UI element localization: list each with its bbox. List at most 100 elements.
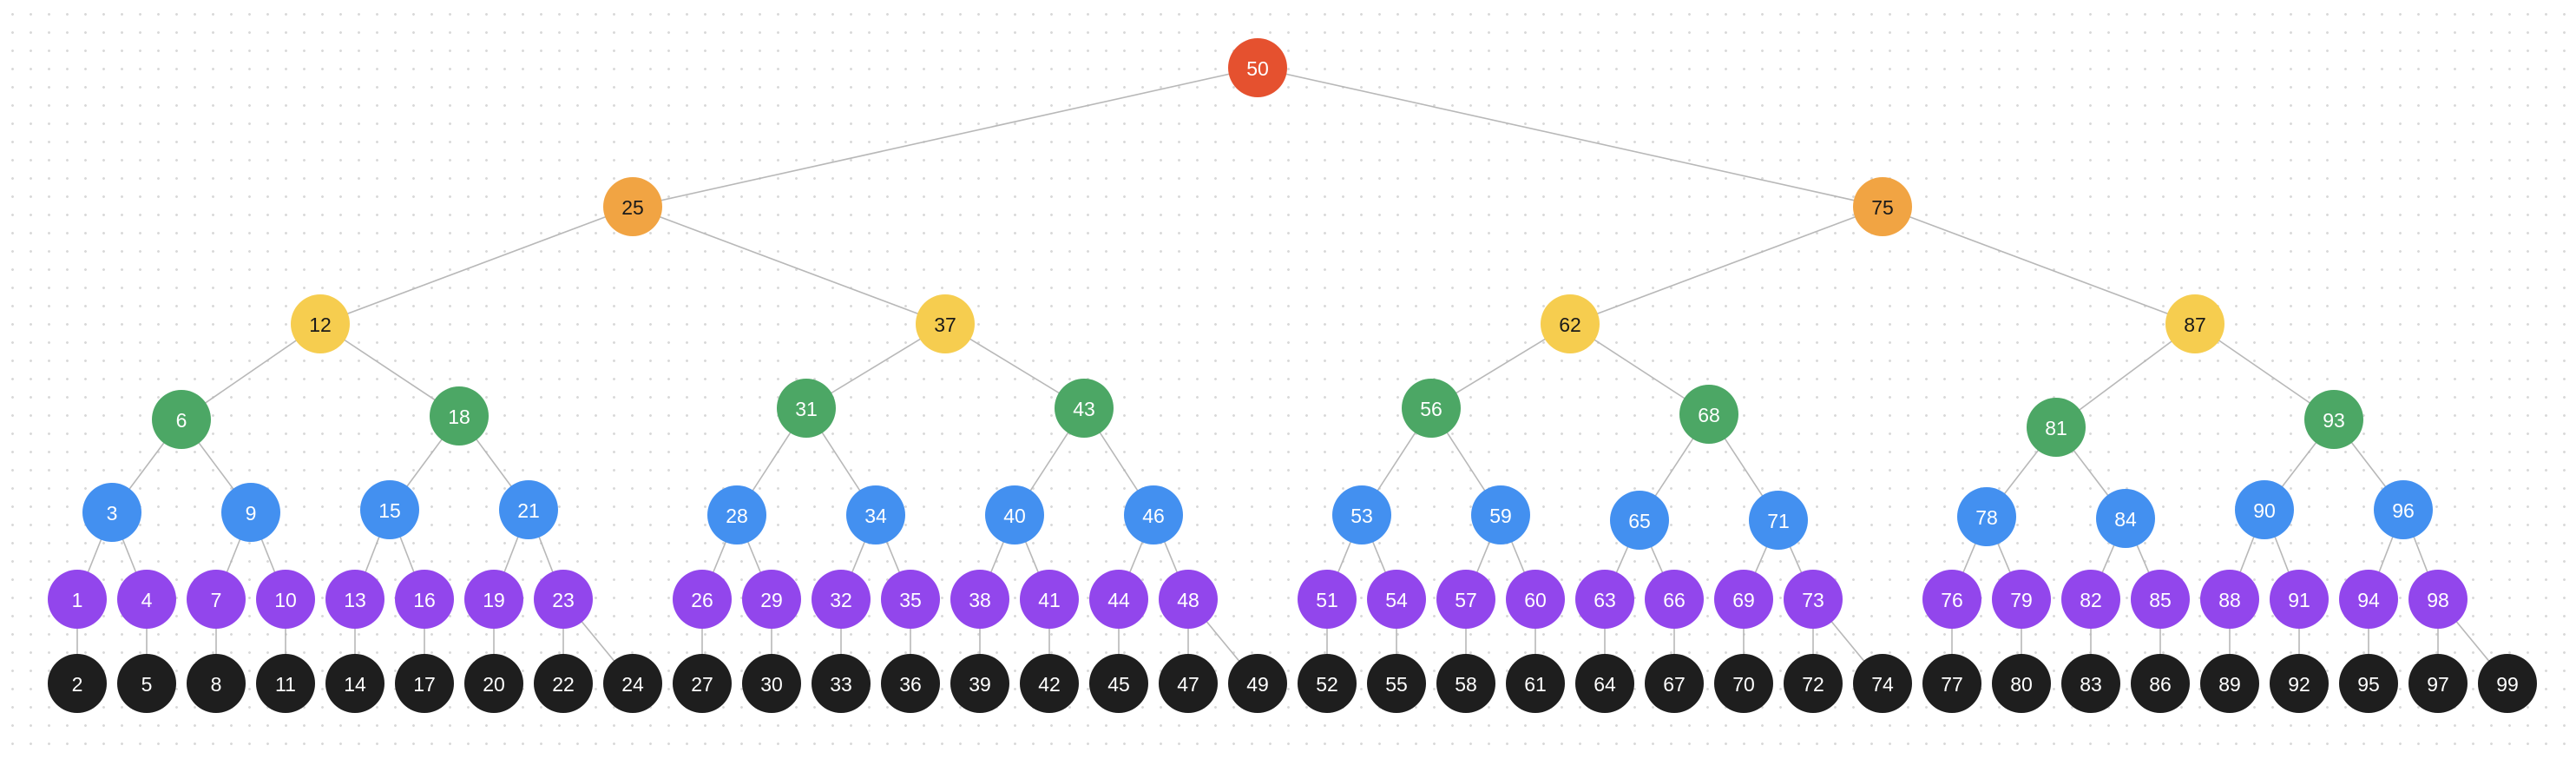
- node-8[interactable]: 8: [187, 654, 246, 713]
- node-97[interactable]: 97: [2408, 654, 2468, 713]
- node-49[interactable]: 49: [1228, 654, 1287, 713]
- node-73[interactable]: 73: [1784, 570, 1843, 629]
- node-70[interactable]: 70: [1714, 654, 1773, 713]
- node-40[interactable]: 40: [985, 485, 1044, 544]
- node-21[interactable]: 21: [499, 480, 558, 539]
- node-62[interactable]: 62: [1541, 294, 1600, 353]
- node-95[interactable]: 95: [2339, 654, 2398, 713]
- node-93[interactable]: 93: [2304, 390, 2363, 449]
- node-47[interactable]: 47: [1159, 654, 1218, 713]
- node-41[interactable]: 41: [1020, 570, 1079, 629]
- node-13[interactable]: 13: [325, 570, 384, 629]
- node-15[interactable]: 15: [360, 480, 419, 539]
- node-45[interactable]: 45: [1089, 654, 1148, 713]
- node-2[interactable]: 2: [48, 654, 107, 713]
- node-63[interactable]: 63: [1575, 570, 1634, 629]
- node-92[interactable]: 92: [2270, 654, 2329, 713]
- node-16[interactable]: 16: [395, 570, 454, 629]
- node-14[interactable]: 14: [325, 654, 384, 713]
- node-77[interactable]: 77: [1922, 654, 1981, 713]
- node-96[interactable]: 96: [2374, 480, 2433, 539]
- node-72[interactable]: 72: [1784, 654, 1843, 713]
- node-34[interactable]: 34: [846, 485, 905, 544]
- node-64[interactable]: 64: [1575, 654, 1634, 713]
- node-46[interactable]: 46: [1124, 485, 1183, 544]
- node-85[interactable]: 85: [2131, 570, 2190, 629]
- node-22[interactable]: 22: [534, 654, 593, 713]
- node-54[interactable]: 54: [1367, 570, 1426, 629]
- node-83[interactable]: 83: [2061, 654, 2120, 713]
- node-29[interactable]: 29: [742, 570, 801, 629]
- node-27[interactable]: 27: [673, 654, 732, 713]
- node-75[interactable]: 75: [1853, 177, 1912, 236]
- node-17[interactable]: 17: [395, 654, 454, 713]
- node-51[interactable]: 51: [1298, 570, 1357, 629]
- node-58[interactable]: 58: [1436, 654, 1495, 713]
- node-81[interactable]: 81: [2027, 398, 2086, 457]
- node-36[interactable]: 36: [881, 654, 940, 713]
- node-7[interactable]: 7: [187, 570, 246, 629]
- node-26[interactable]: 26: [673, 570, 732, 629]
- node-12[interactable]: 12: [291, 294, 350, 353]
- node-90[interactable]: 90: [2235, 480, 2294, 539]
- node-circle: [117, 570, 176, 629]
- node-25[interactable]: 25: [603, 177, 662, 236]
- node-91[interactable]: 91: [2270, 570, 2329, 629]
- node-69[interactable]: 69: [1714, 570, 1773, 629]
- node-1[interactable]: 1: [48, 570, 107, 629]
- node-39[interactable]: 39: [950, 654, 1009, 713]
- node-42[interactable]: 42: [1020, 654, 1079, 713]
- node-68[interactable]: 68: [1679, 385, 1738, 444]
- node-89[interactable]: 89: [2200, 654, 2259, 713]
- node-5[interactable]: 5: [117, 654, 176, 713]
- node-88[interactable]: 88: [2200, 570, 2259, 629]
- node-24[interactable]: 24: [603, 654, 662, 713]
- node-19[interactable]: 19: [464, 570, 523, 629]
- node-78[interactable]: 78: [1957, 487, 2016, 546]
- node-82[interactable]: 82: [2061, 570, 2120, 629]
- node-65[interactable]: 65: [1610, 491, 1669, 550]
- node-50[interactable]: 50: [1228, 38, 1287, 97]
- node-20[interactable]: 20: [464, 654, 523, 713]
- node-4[interactable]: 4: [117, 570, 176, 629]
- node-67[interactable]: 67: [1645, 654, 1704, 713]
- node-3[interactable]: 3: [82, 483, 141, 542]
- node-87[interactable]: 87: [2165, 294, 2224, 353]
- node-66[interactable]: 66: [1645, 570, 1704, 629]
- node-59[interactable]: 59: [1471, 485, 1530, 544]
- node-32[interactable]: 32: [812, 570, 871, 629]
- node-74[interactable]: 74: [1853, 654, 1912, 713]
- node-94[interactable]: 94: [2339, 570, 2398, 629]
- node-56[interactable]: 56: [1402, 379, 1461, 438]
- node-61[interactable]: 61: [1506, 654, 1565, 713]
- node-35[interactable]: 35: [881, 570, 940, 629]
- node-9[interactable]: 9: [221, 483, 280, 542]
- node-11[interactable]: 11: [256, 654, 315, 713]
- node-79[interactable]: 79: [1992, 570, 2051, 629]
- node-43[interactable]: 43: [1055, 379, 1114, 438]
- node-10[interactable]: 10: [256, 570, 315, 629]
- node-71[interactable]: 71: [1749, 491, 1808, 550]
- node-80[interactable]: 80: [1992, 654, 2051, 713]
- node-99[interactable]: 99: [2478, 654, 2537, 713]
- node-98[interactable]: 98: [2408, 570, 2468, 629]
- node-48[interactable]: 48: [1159, 570, 1218, 629]
- node-28[interactable]: 28: [707, 485, 766, 544]
- node-53[interactable]: 53: [1332, 485, 1391, 544]
- node-86[interactable]: 86: [2131, 654, 2190, 713]
- node-60[interactable]: 60: [1506, 570, 1565, 629]
- node-52[interactable]: 52: [1298, 654, 1357, 713]
- node-6[interactable]: 6: [152, 390, 211, 449]
- node-31[interactable]: 31: [777, 379, 836, 438]
- node-37[interactable]: 37: [916, 294, 975, 353]
- node-57[interactable]: 57: [1436, 570, 1495, 629]
- node-18[interactable]: 18: [430, 386, 489, 446]
- node-76[interactable]: 76: [1922, 570, 1981, 629]
- node-44[interactable]: 44: [1089, 570, 1148, 629]
- node-30[interactable]: 30: [742, 654, 801, 713]
- node-33[interactable]: 33: [812, 654, 871, 713]
- node-38[interactable]: 38: [950, 570, 1009, 629]
- node-55[interactable]: 55: [1367, 654, 1426, 713]
- node-84[interactable]: 84: [2096, 489, 2155, 548]
- node-23[interactable]: 23: [534, 570, 593, 629]
